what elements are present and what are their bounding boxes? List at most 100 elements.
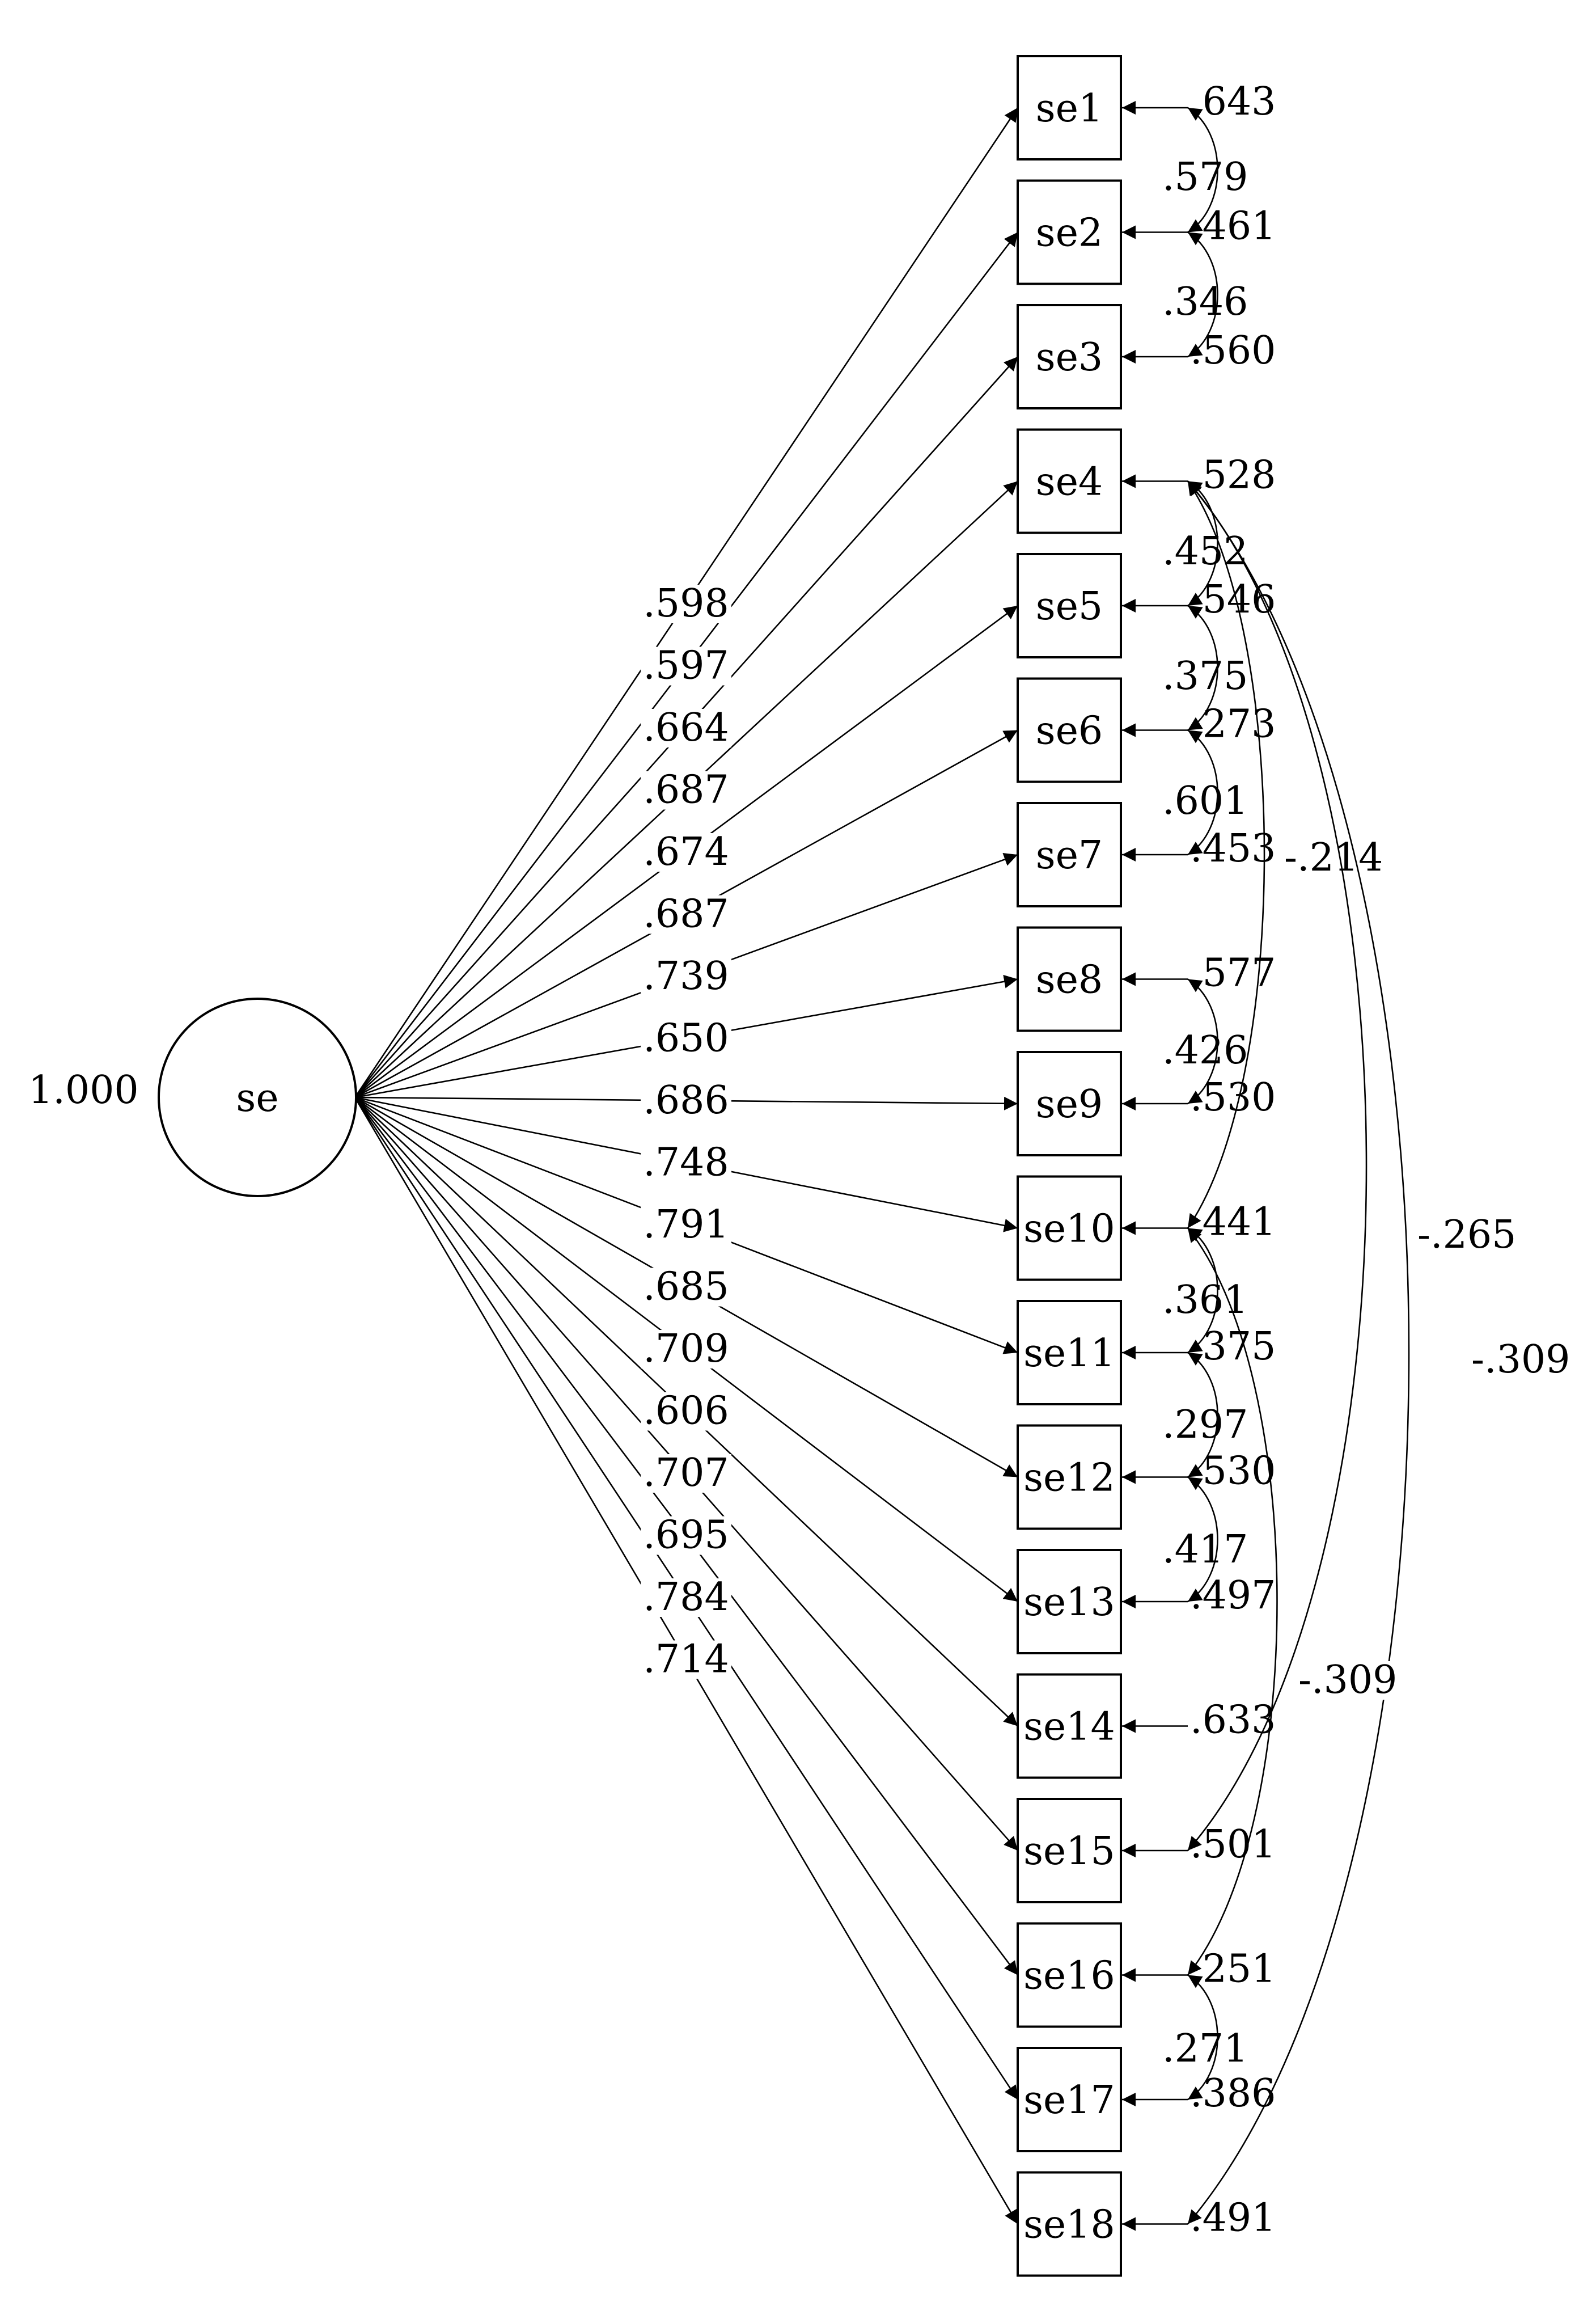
indicator-name-se1: se1 — [1036, 86, 1103, 131]
residual-value-se11: .375 — [1190, 1324, 1276, 1369]
indicator-box-se5 — [1017, 553, 1122, 658]
indicator-name-se6: se6 — [1036, 709, 1103, 754]
loading-label-bg — [641, 1454, 731, 1493]
covariance-value-se16-se17: .271 — [1162, 2026, 1248, 2071]
indicator-name-se12: se12 — [1023, 1456, 1115, 1501]
covariance-label-bg — [1281, 839, 1380, 877]
loading-label-bg — [641, 895, 731, 934]
residual-value-se13: .497 — [1190, 1573, 1276, 1618]
covariance-value-se5-se6: .375 — [1162, 654, 1248, 699]
loading-label-se17: .784 — [643, 1575, 729, 1620]
covariance-value-se10-se16: -.309 — [1298, 1658, 1397, 1703]
residual-value-se1: .643 — [1190, 79, 1276, 124]
indicator-name-se5: se5 — [1036, 584, 1103, 629]
loading-label-bg — [641, 771, 731, 810]
loading-label-se4: .687 — [643, 768, 729, 813]
residual-value-se4: .528 — [1190, 453, 1276, 498]
covariance-arc-se10-se16 — [1187, 1227, 1278, 1976]
loading-label-se9: .686 — [643, 1078, 729, 1123]
loading-label-bg — [641, 1206, 731, 1244]
loading-label-bg — [641, 1392, 731, 1431]
covariance-arc-se4-se10 — [1187, 480, 1265, 1229]
loading-label-se10: .748 — [643, 1141, 729, 1185]
indicator-box-se11 — [1017, 1300, 1122, 1405]
covariance-label-bg — [1295, 1661, 1394, 1700]
residual-value-se2: .461 — [1190, 204, 1276, 249]
indicator-name-se4: se4 — [1036, 460, 1103, 505]
covariance-value-se8-se9: .426 — [1162, 1028, 1248, 1073]
indicator-box-se13 — [1017, 1549, 1122, 1654]
covariance-arc-se1-se2 — [1187, 107, 1218, 233]
indicator-name-se2: se2 — [1036, 211, 1103, 256]
covariance-value-se11-se12: .297 — [1162, 1403, 1248, 1447]
covariance-value-se2-se3: .346 — [1162, 280, 1248, 324]
indicator-box-se16 — [1017, 1922, 1122, 2028]
indicator-box-se14 — [1017, 1673, 1122, 1779]
covariance-value-se4-se18: -.309 — [1471, 1337, 1570, 1382]
residual-value-se16: .251 — [1190, 1947, 1276, 1992]
residual-value-se12: .530 — [1190, 1449, 1276, 1494]
loading-label-bg — [641, 1143, 731, 1182]
indicator-box-se17 — [1017, 2047, 1122, 2152]
indicator-name-se10: se10 — [1023, 1207, 1115, 1252]
indicator-name-se11: se11 — [1023, 1331, 1115, 1376]
loading-label-se2: .597 — [643, 644, 729, 689]
loading-label-se5: .674 — [643, 830, 729, 875]
loading-label-bg — [641, 1640, 731, 1679]
loading-label-se3: .664 — [643, 706, 729, 750]
covariance-value-se12-se13: .417 — [1162, 1527, 1248, 1572]
indicator-box-se15 — [1017, 1798, 1122, 1903]
indicator-box-se18 — [1017, 2171, 1122, 2277]
loading-label-bg — [641, 709, 731, 747]
residual-value-se5: .546 — [1190, 577, 1276, 622]
loading-label-se1: .598 — [643, 581, 729, 626]
covariance-arc-se2-se3 — [1187, 231, 1218, 358]
indicator-box-se7 — [1017, 802, 1122, 907]
indicator-box-se10 — [1017, 1175, 1122, 1281]
indicator-name-se17: se17 — [1023, 2078, 1115, 2123]
residual-arrows: .643.461.560.528.546.273.453.577.530.441… — [1122, 79, 1276, 2241]
indicator-name-se3: se3 — [1036, 335, 1103, 380]
covariance-label-bg — [1468, 1341, 1567, 1379]
indicator-boxes: se1 se2 se3 se4 se5 se6 se7 se8 se9 se10 se11 se12 s… — [1017, 55, 1122, 2277]
indicator-box-se1 — [1017, 55, 1122, 160]
indicator-name-se15: se15 — [1023, 1829, 1115, 1874]
indicator-name-se16: se16 — [1023, 1954, 1115, 1999]
residual-value-se3: .560 — [1190, 328, 1276, 373]
residual-value-se6: .273 — [1190, 702, 1276, 747]
covariance-value-se10-se11: .361 — [1162, 1278, 1248, 1323]
indicator-name-se9: se9 — [1036, 1082, 1103, 1127]
covariance-value-se1-se2: .579 — [1162, 155, 1248, 200]
residual-value-se15: .501 — [1190, 1822, 1276, 1867]
loading-label-se13: .709 — [643, 1327, 729, 1371]
loading-label-bg — [641, 1019, 731, 1058]
indicator-box-se2 — [1017, 179, 1122, 285]
latent-factor: se 1.000 — [28, 998, 357, 1197]
latent-name: se — [236, 1076, 278, 1121]
loading-label-se6: .687 — [643, 892, 729, 937]
residual-value-se8: .577 — [1190, 951, 1276, 996]
loading-label-bg — [641, 833, 731, 872]
residual-value-se10: .441 — [1190, 1200, 1276, 1245]
loading-labels: .598.597.664.687.674.687.739.650.686.748… — [641, 581, 731, 1682]
residual-value-se17: .386 — [1190, 2071, 1276, 2116]
indicator-box-se8 — [1017, 926, 1122, 1032]
loading-label-se11: .791 — [643, 1202, 729, 1247]
indicator-box-se4 — [1017, 428, 1122, 534]
loading-label-bg — [641, 1330, 731, 1368]
covariance-value-se6-se7: .601 — [1162, 779, 1248, 823]
indicator-name-se7: se7 — [1036, 833, 1103, 878]
loading-label-bg — [641, 1578, 731, 1617]
loading-label-bg — [641, 1268, 731, 1307]
error-covariances: .579.346.452.375.601.426.361.297.417.271… — [1162, 107, 1570, 2225]
indicator-box-se3 — [1017, 304, 1122, 409]
covariance-label-bg — [1414, 1216, 1513, 1255]
loading-label-bg — [641, 647, 731, 686]
latent-variance: 1.000 — [28, 1068, 139, 1113]
residual-value-se14: .633 — [1190, 1698, 1276, 1743]
indicator-name-se8: se8 — [1036, 958, 1103, 1003]
loading-label-se18: .714 — [643, 1637, 729, 1682]
indicator-box-se9 — [1017, 1051, 1122, 1156]
loading-label-se15: .707 — [643, 1451, 729, 1496]
